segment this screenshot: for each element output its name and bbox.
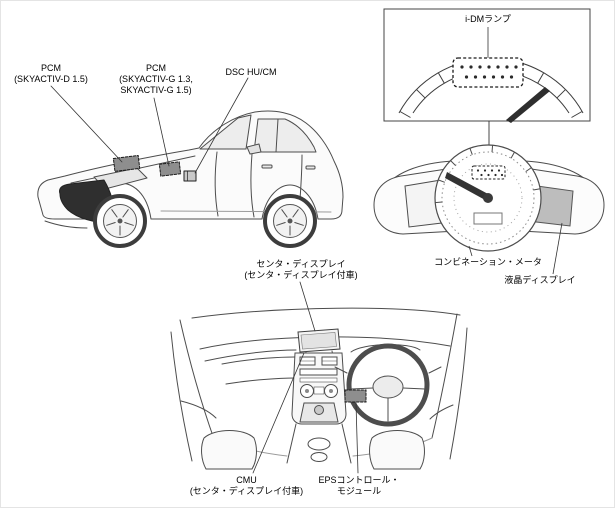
meter-needle xyxy=(445,172,490,201)
eps-control-module-label: EPSコントロール・ モジュール xyxy=(299,475,419,497)
lcd-display-leader-line xyxy=(552,222,563,275)
console-cupholder xyxy=(307,437,331,451)
label-line: i-DMランプ xyxy=(465,14,511,24)
center-display-leader-line xyxy=(299,281,316,332)
pcm-d-leader-line xyxy=(50,85,123,163)
dsc-hucm-component xyxy=(183,170,197,182)
label-line: CMU xyxy=(236,475,257,485)
right-a-pillar xyxy=(431,313,458,439)
console-cupholder-rear xyxy=(310,452,328,462)
car-windshield xyxy=(199,114,252,150)
center-stack xyxy=(291,352,347,425)
left-a-pillar xyxy=(179,319,215,440)
idm-lamp-dots xyxy=(460,65,518,79)
pcm-skyactiv-g-component xyxy=(158,161,182,177)
dsc-leader-line xyxy=(194,77,249,174)
label-line: DSC HU/CM xyxy=(225,67,277,77)
idm-lamp-location-dots xyxy=(476,169,504,177)
center-display-component xyxy=(297,328,341,358)
car-front-wheel xyxy=(93,194,147,248)
right-seat xyxy=(369,430,425,470)
meter-needle-hub xyxy=(483,193,493,203)
pcm-skyactiv-d-component xyxy=(112,154,141,172)
label-line: 液晶ディスプレイ xyxy=(504,275,576,285)
car-b-pillar xyxy=(275,118,279,153)
idm-lamp-callout xyxy=(383,8,591,148)
label-line: (センタ・ディスプレイ付車) xyxy=(189,486,304,496)
odometer-window xyxy=(473,212,503,225)
idm-lamp-location xyxy=(471,165,506,180)
pcm-skyactiv-d-label: PCM (SKYACTIV-D 1.5) xyxy=(5,63,97,85)
label-line: (SKYACTIV-D 1.5) xyxy=(14,74,88,84)
glovebox-line-bottom xyxy=(225,377,296,385)
right-door-armrest xyxy=(429,404,454,420)
cmu-leader-line xyxy=(252,352,305,474)
glovebox-line-top xyxy=(221,356,296,365)
pcm-g-leader-line xyxy=(153,97,170,167)
meter-tick-marks xyxy=(435,145,541,204)
label-line: コンビネーション・メータ xyxy=(434,257,542,267)
console-sides xyxy=(286,423,352,464)
car-side-windows xyxy=(253,118,317,153)
car-bumper-lip xyxy=(44,220,88,229)
lcd-display-label: 液晶ディスプレイ xyxy=(495,275,585,286)
dsc-hucm-label: DSC HU/CM xyxy=(211,67,291,78)
label-line: PCM xyxy=(146,63,166,73)
cmu-label: CMU (センタ・ディスプレイ付車) xyxy=(164,475,329,497)
gauge-dial-ring xyxy=(441,151,535,245)
idm-lamp-label: i-DMランプ xyxy=(438,14,538,25)
gauge-dial-ring-inner xyxy=(453,163,523,233)
eps-control-module-component xyxy=(344,389,367,403)
left-door-armrest xyxy=(180,400,217,419)
combination-meter-label: コンビネーション・メータ xyxy=(404,257,572,268)
label-line: (SKYACTIV-G 1.3, xyxy=(119,74,193,84)
eps-leader-line xyxy=(355,402,359,474)
idm-lamp-indicator xyxy=(452,57,524,88)
left-seat xyxy=(201,430,257,470)
center-display-label: センタ・ディスプレイ (センタ・ディスプレイ付車) xyxy=(215,259,387,281)
gauge-needle xyxy=(506,87,550,123)
car-door-handle-rear xyxy=(305,165,316,170)
label-line: PCM xyxy=(41,63,61,73)
label-line: (センタ・ディスプレイ付車) xyxy=(244,270,358,280)
car-door-handle-front xyxy=(261,164,273,169)
pcm-skyactiv-g-label: PCM (SKYACTIV-G 1.3, SKYACTIV-G 1.5) xyxy=(105,63,207,96)
combination-meter-leader-line xyxy=(468,245,473,257)
label-line: EPSコントロール・ xyxy=(318,475,400,485)
dashboard-illustration xyxy=(170,281,468,474)
car-rear-wheel xyxy=(263,194,317,248)
label-line: SKYACTIV-G 1.5) xyxy=(120,85,192,95)
left-door-panel xyxy=(170,331,193,462)
steering-wheel xyxy=(334,343,442,427)
label-line: センタ・ディスプレイ xyxy=(256,259,346,269)
car-illustration xyxy=(37,77,344,248)
windshield-base-line xyxy=(191,307,461,319)
car-door-line-mid xyxy=(250,153,255,218)
label-line: モジュール xyxy=(336,486,382,496)
car-mirror xyxy=(246,143,262,155)
combination-meter-illustration xyxy=(373,144,605,275)
dash-passenger-edge xyxy=(204,349,297,362)
right-door-panel xyxy=(449,327,468,460)
